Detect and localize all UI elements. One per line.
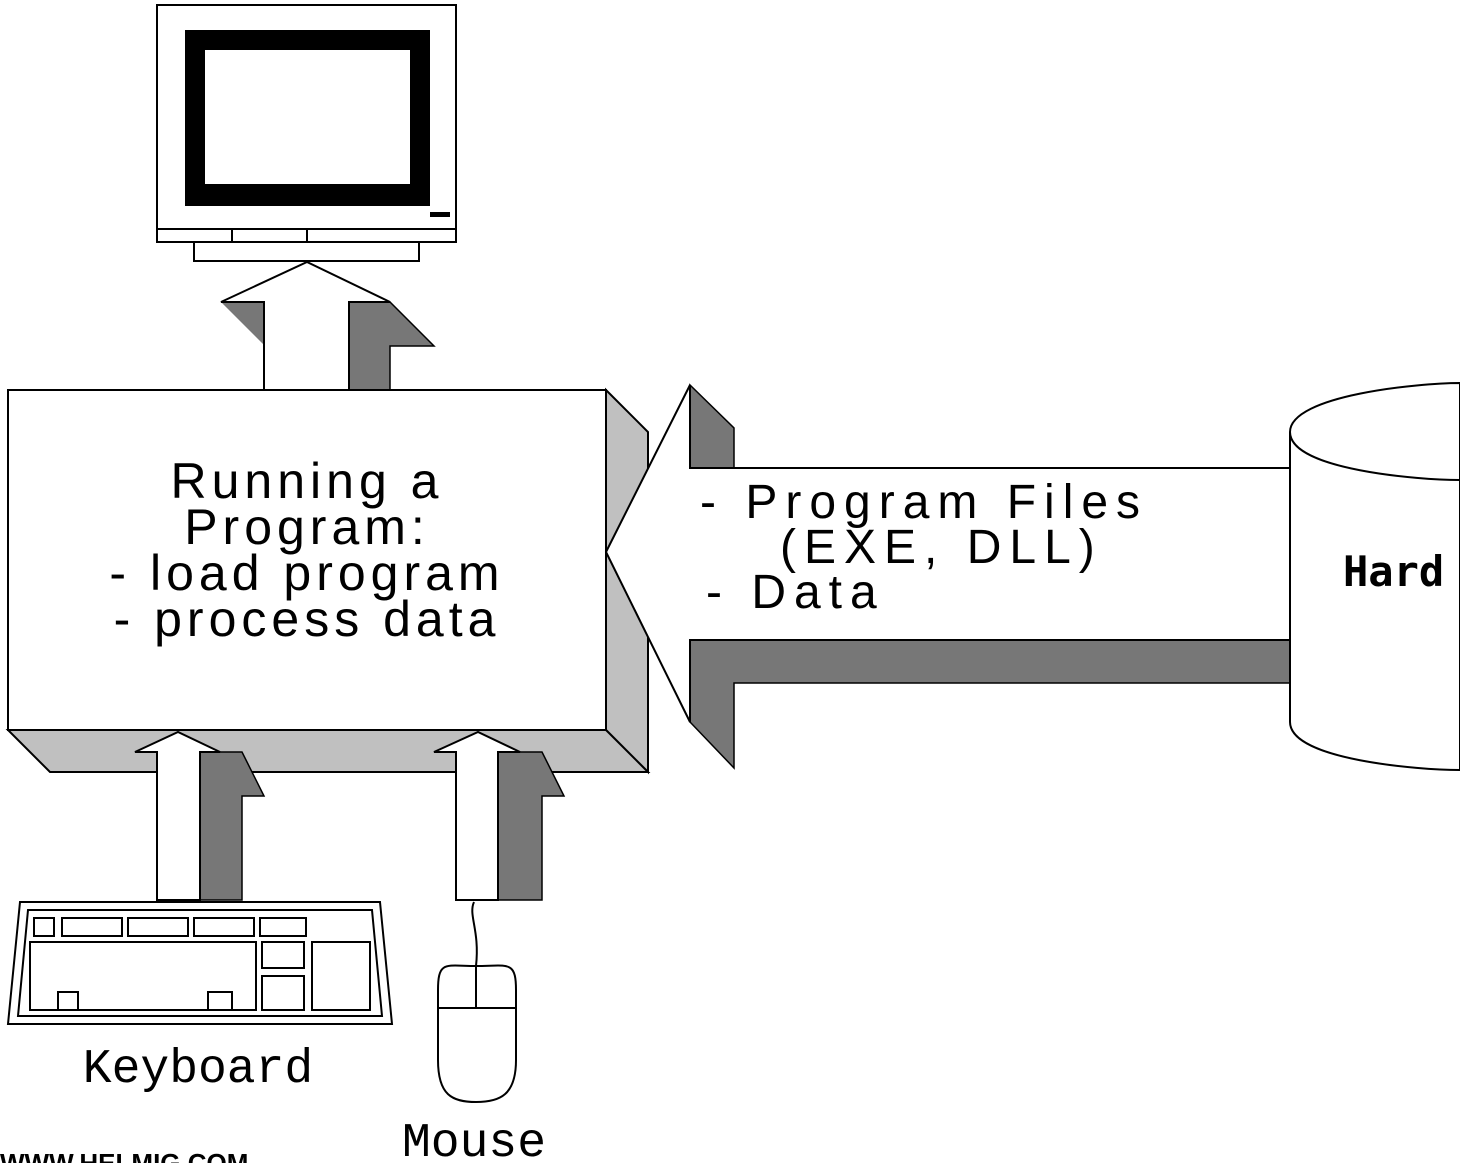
output-arrow-to-monitor [220,260,436,391]
footer-credit: WWW.HELMIG.COM [0,1148,248,1163]
process-line-1: Running a [171,453,444,509]
transfer-arrow-text: - Program Files (EXE, DLL) - Data [700,476,1148,619]
transfer-line-3: - Data [706,566,885,619]
monitor-icon [156,4,457,262]
mouse-icon [437,901,517,1104]
process-line-2: Program: [184,499,430,555]
hard-disk-label: Hard [1343,547,1444,596]
transfer-line-2: (EXE, DLL) [780,521,1103,574]
keyboard-label: Keyboard [83,1043,313,1097]
keyboard-icon [6,901,394,1025]
process-box-text: Running a Program: - load program - proc… [109,453,504,647]
hard-disk-icon [1289,381,1460,772]
transfer-line-1: - Program Files [700,476,1148,529]
input-arrow-from-keyboard [134,730,266,901]
mouse-label: Mouse [402,1117,546,1163]
process-line-4: - process data [114,591,501,647]
input-arrow-from-mouse [433,730,566,901]
process-line-3: - load program [109,545,504,601]
